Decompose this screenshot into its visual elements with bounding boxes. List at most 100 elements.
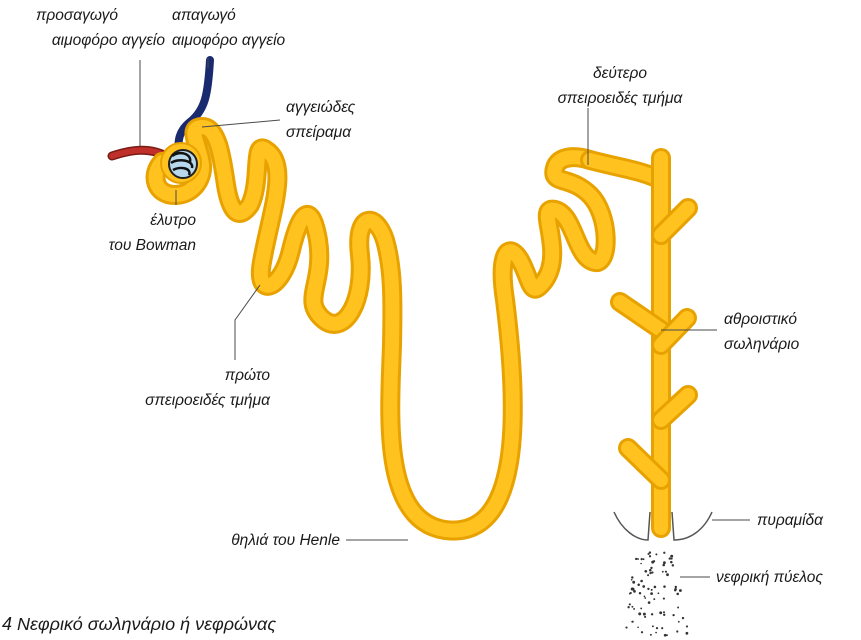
pelvis-dot — [686, 632, 689, 635]
pelvis-dot — [630, 592, 632, 594]
pelvis-dot — [663, 611, 665, 613]
label-collecting-line2: σωληνάριο — [724, 336, 800, 353]
pelvis-dot — [677, 607, 679, 609]
label-pelvis: νεφρική πύελος — [716, 569, 823, 586]
label-glomerulus-line2: σπείραμα — [286, 124, 352, 141]
pelvis-dot — [649, 551, 651, 553]
pelvis-dot — [653, 560, 655, 562]
pelvis-dot — [631, 579, 633, 581]
pelvis-dot — [650, 634, 652, 636]
pelvis-dot — [640, 607, 642, 609]
label-distal-line1: δεύτερο — [593, 65, 647, 82]
pelvis-dot — [642, 585, 645, 588]
label-henle: θηλιά του Henle — [231, 532, 340, 549]
pelvis-dot — [643, 613, 646, 616]
pelvis-dot — [632, 621, 634, 623]
pelvis-dot — [652, 625, 654, 627]
pelvis-dot — [659, 611, 662, 614]
pelvis-dot — [641, 558, 643, 560]
pelvis-dot — [644, 570, 647, 573]
pelvis-dot — [632, 581, 635, 584]
pelvis-dot — [676, 593, 679, 596]
pelvis-dot — [658, 592, 660, 594]
pelvis-dot — [651, 589, 653, 591]
pelvis-dot — [654, 586, 657, 589]
pelvis-dot — [637, 626, 639, 628]
pelvis-dot — [676, 630, 678, 632]
pelvis-dot — [627, 606, 629, 608]
pelvis-dot — [625, 627, 627, 629]
pelvis-dot — [679, 589, 682, 592]
pelvis-dot — [655, 632, 657, 634]
pelvis-dot — [650, 567, 652, 569]
pelvis-dot — [631, 606, 633, 608]
pelvis-dot — [656, 627, 658, 629]
pelvis-dot — [644, 616, 646, 618]
label-bowman-line2: του Bowman — [109, 237, 196, 254]
pelvis-dot — [649, 572, 651, 574]
pelvis-dot — [633, 590, 636, 593]
pelvis-dot — [644, 597, 646, 599]
pelvis-dot — [672, 614, 674, 616]
pelvis-dot — [663, 561, 666, 564]
pelvis-dot — [670, 561, 673, 564]
pelvis-dot — [650, 592, 653, 595]
leader-proximal — [235, 285, 260, 360]
pelvis-dot — [640, 563, 642, 565]
pelvis-dot — [682, 617, 684, 619]
label-collecting-line1: αθροιστικό — [724, 311, 797, 328]
pelvis-dot — [649, 555, 651, 557]
label-efferent-line1: απαγωγό — [172, 7, 236, 24]
pyramid-outline-right — [672, 512, 712, 540]
pelvis-dot — [643, 558, 645, 560]
pelvis-dot — [662, 571, 664, 573]
pelvis-dot — [678, 621, 680, 623]
label-distal-line2: σπειροειδές τμήμα — [558, 90, 684, 107]
pelvis-dot — [647, 574, 649, 576]
pelvis-dot — [637, 583, 640, 586]
pelvis-dot — [644, 595, 646, 597]
figure-caption: 4 Νεφρικό σωληνάριο ή νεφρώνας — [2, 614, 276, 634]
pelvis-dot — [641, 631, 643, 633]
pelvis-dot — [675, 586, 677, 588]
pelvis-dot — [671, 558, 673, 560]
label-afferent-line1: προσαγωγό — [36, 7, 118, 24]
label-bowman-line1: έλυτρο — [150, 212, 196, 229]
collecting-duct — [620, 158, 688, 528]
pelvis-dot — [653, 598, 655, 600]
label-afferent-line2: αιμοφόρο αγγείο — [52, 32, 166, 49]
pelvis-dot — [662, 564, 665, 567]
renal-pelvis-dots — [625, 551, 688, 636]
pyramid-outline-left — [614, 512, 650, 540]
pelvis-dot — [666, 573, 669, 576]
label-pyramid: πυραμίδα — [757, 512, 824, 529]
label-proximal-line2: σπειροειδές τμήμα — [145, 392, 271, 409]
pelvis-dot — [665, 571, 667, 573]
pelvis-dot — [663, 585, 666, 588]
pelvis-dot — [631, 576, 633, 578]
pelvis-dot — [666, 634, 668, 636]
pelvis-dot — [686, 625, 688, 627]
pelvis-dot — [649, 570, 651, 572]
pelvis-dot — [633, 608, 635, 610]
pelvis-dot — [663, 552, 665, 554]
pelvis-dot — [663, 598, 665, 600]
pelvis-dot — [637, 558, 639, 560]
pelvis-dot — [670, 555, 673, 558]
label-proximal-line1: πρώτο — [225, 367, 271, 384]
label-efferent-line2: αιμοφόρο αγγείο — [172, 32, 286, 49]
bowman-capsule — [161, 143, 201, 183]
pelvis-dot — [672, 564, 674, 566]
pelvis-dot — [669, 557, 671, 559]
pelvis-dot — [635, 558, 637, 560]
label-glomerulus-line1: αγγειώδες — [286, 99, 356, 116]
pelvis-dot — [651, 613, 653, 615]
pelvis-dot — [663, 614, 665, 616]
pelvis-dot — [655, 553, 657, 555]
nephron-tubule — [156, 127, 661, 531]
pelvis-dot — [631, 588, 634, 591]
pelvis-dot — [639, 592, 641, 594]
pelvis-dot — [640, 580, 643, 583]
pelvis-dot — [674, 588, 677, 591]
